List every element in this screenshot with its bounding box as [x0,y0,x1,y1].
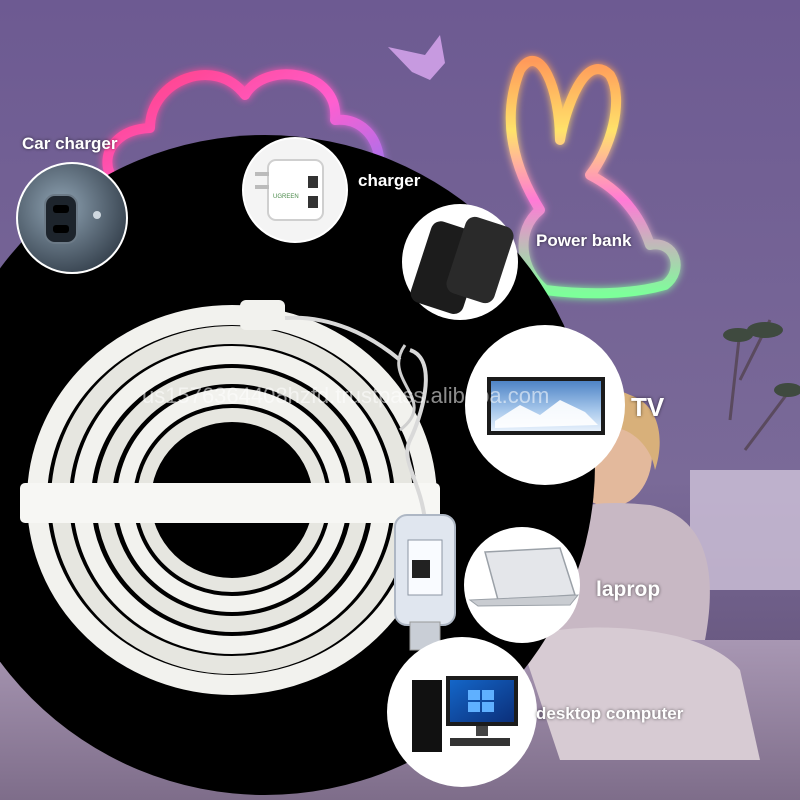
neon-strip-coil [20,300,440,695]
side-cabinet [690,470,800,590]
charger-label: charger [358,171,421,190]
laptop-label: laprop [596,578,661,601]
car-charger-label: Car charger [22,134,118,153]
tv-label: TV [631,392,665,422]
neon-rabbit-sign [505,56,681,299]
watermark-text: us1576364408hzfd.trustpass.alibaba.com [142,383,550,408]
usb-controller-icon [394,344,456,651]
desktop-computer-label: desktop computer [536,704,684,723]
potted-plant [723,319,800,451]
power-bank-label: Power bank [536,231,632,250]
wall-charger-icon: UGREEN [242,137,348,243]
laptop-icon [464,527,580,643]
tv-icon [465,325,625,485]
car-charger-icon [16,162,128,274]
power-bank-icon [402,204,518,320]
paper-bird-decoration [388,35,445,80]
charger-brand-text: UGREEN [273,194,299,200]
desktop-computer-icon [387,637,537,787]
